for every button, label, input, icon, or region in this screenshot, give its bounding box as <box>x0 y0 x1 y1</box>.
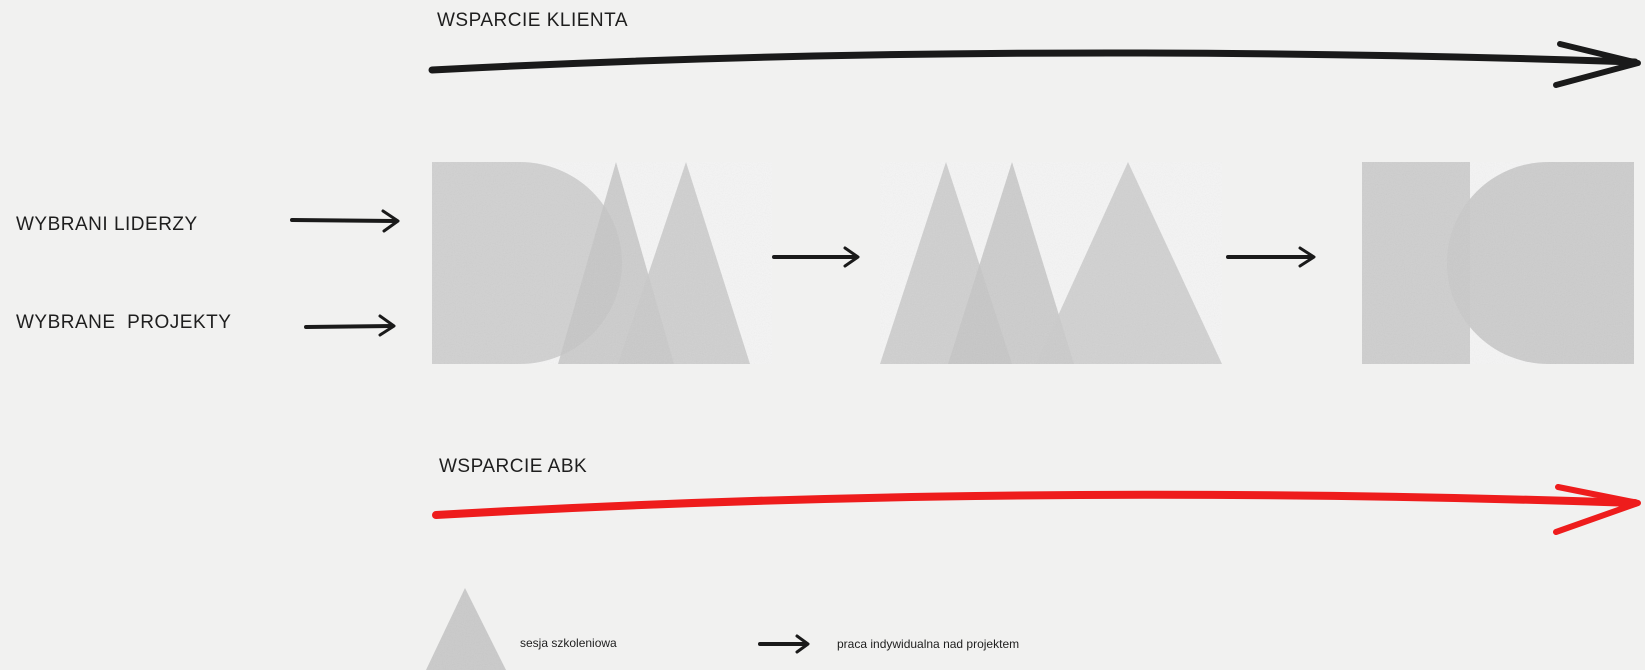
input-arrow-projects <box>304 314 396 337</box>
abk-support-label: WSPARCIE ABK <box>439 456 588 477</box>
legend-arrow-icon <box>758 634 810 654</box>
stage-1-block <box>432 162 772 364</box>
input-label-leaders: WYBRANI LIDERZY <box>16 214 198 235</box>
abk-support-arrow <box>432 484 1641 535</box>
input-label-projects: WYBRANE PROJEKTY <box>16 312 232 333</box>
process-arrow-1 <box>772 246 860 268</box>
legend-work-label: praca indywidualna nad projektem <box>837 637 1020 651</box>
legend-triangle-icon <box>426 588 506 670</box>
input-arrow-leaders <box>290 209 400 233</box>
process-arrow-2 <box>1226 246 1316 268</box>
stage-3-block <box>1362 162 1634 364</box>
client-support-arrow <box>428 41 1641 88</box>
stage-2-block <box>880 162 1222 364</box>
client-support-label: WSPARCIE KLIENTA <box>437 10 628 31</box>
legend-session-label: sesja szkoleniowa <box>520 636 617 650</box>
